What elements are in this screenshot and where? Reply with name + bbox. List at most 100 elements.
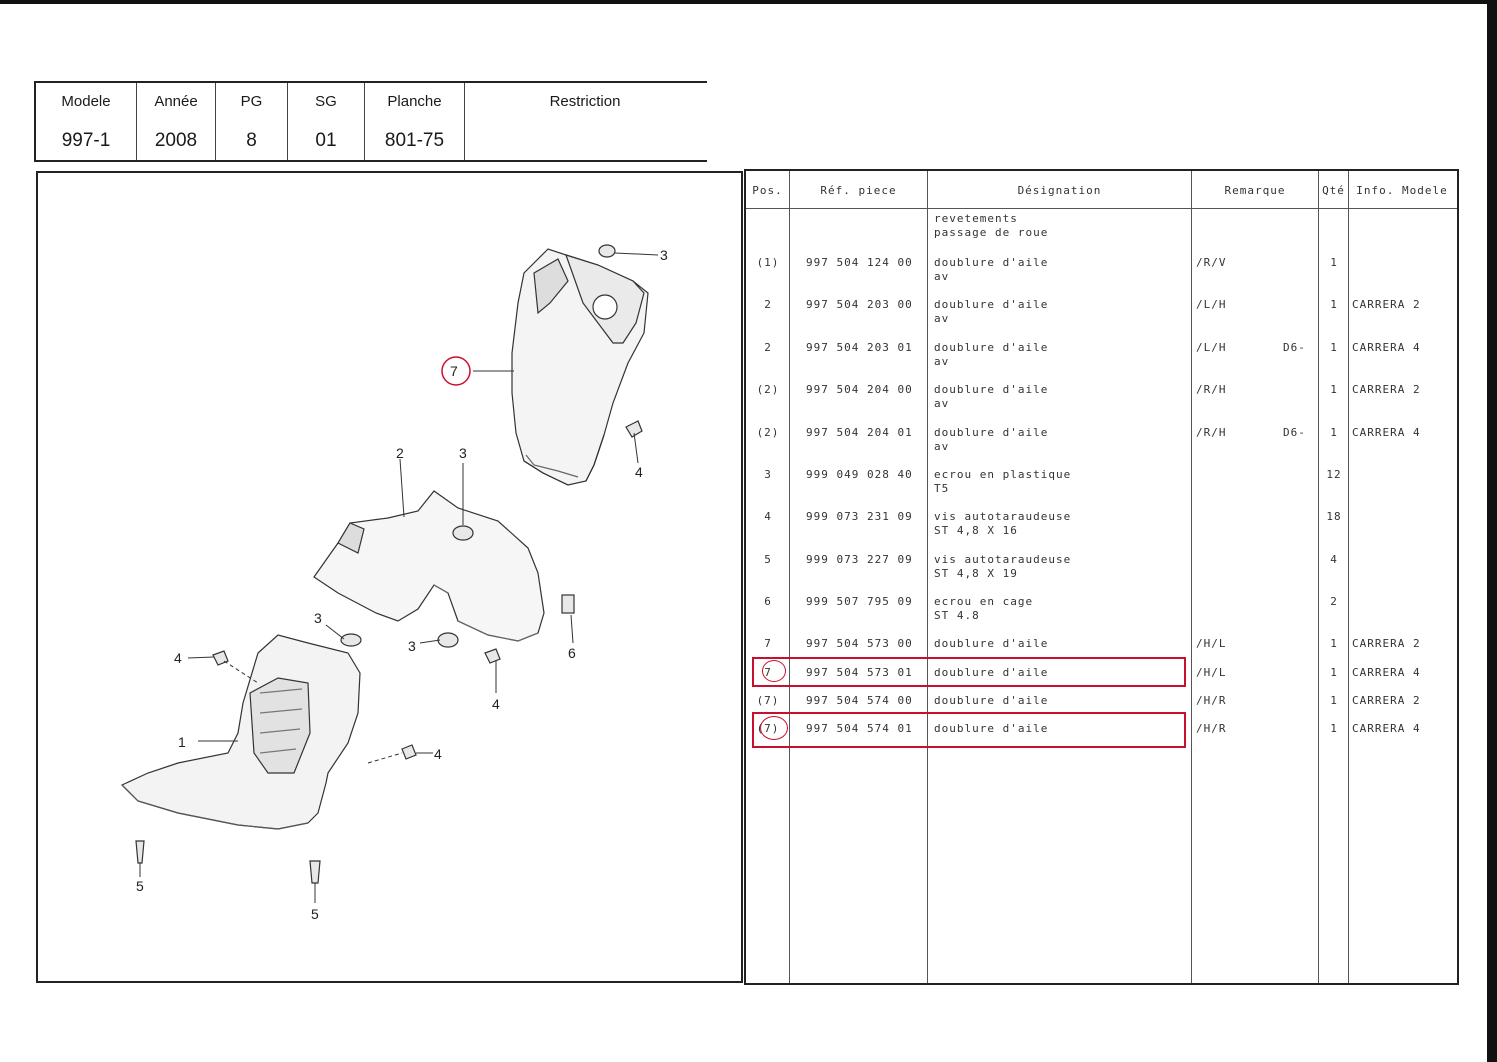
cell-pos: 3 bbox=[764, 468, 772, 481]
callout-1: 1 bbox=[178, 734, 186, 750]
cell-des2: ST 4,8 X 16 bbox=[934, 524, 1018, 537]
highlight-pos-circle bbox=[762, 660, 786, 682]
col-header-designation: Désignation bbox=[1017, 184, 1102, 197]
callout-3: 3 bbox=[660, 247, 668, 263]
cell-pos: 2 bbox=[764, 298, 772, 311]
cell-ref: 997 504 204 01 bbox=[806, 426, 913, 439]
parts-list-table: Pos. Réf. piece Désignation Remarque Qté… bbox=[744, 169, 1459, 985]
cell-rem2: D6- bbox=[1283, 341, 1306, 354]
callout-4: 4 bbox=[434, 746, 442, 762]
fasteners bbox=[135, 244, 643, 884]
cell-rem: /H/L bbox=[1196, 666, 1227, 679]
header-col-planche: Planche 801-75 bbox=[365, 83, 465, 160]
cell-des1: doublure d'aile bbox=[934, 694, 1049, 707]
cell-pos: 7 bbox=[764, 637, 772, 650]
header-value: 2008 bbox=[154, 130, 198, 151]
cell-pos: (2) bbox=[756, 383, 780, 396]
cell-ref: 997 504 203 01 bbox=[806, 341, 913, 354]
cell-des1: doublure d'aile bbox=[934, 426, 1049, 439]
header-label: Restriction bbox=[549, 93, 621, 110]
cell-info: CARRERA 4 bbox=[1352, 426, 1421, 439]
cell-ref: 999 507 795 09 bbox=[806, 595, 913, 608]
cell-pos: 4 bbox=[764, 510, 772, 523]
cell-qte: 4 bbox=[1330, 553, 1338, 566]
header-col-annee: Année 2008 bbox=[137, 83, 216, 160]
cell-qte: 1 bbox=[1330, 637, 1338, 650]
highlight-row-box bbox=[752, 657, 1186, 687]
scan-right-edge bbox=[1487, 0, 1497, 1062]
cell-ref: 999 049 028 40 bbox=[806, 468, 913, 481]
cell-qte: 1 bbox=[1330, 298, 1338, 311]
cell-des2: av bbox=[934, 397, 950, 410]
header-info-table: Modele 997-1 Année 2008 PG 8 SG 01 Planc… bbox=[34, 81, 707, 162]
header-label: Planche bbox=[387, 93, 442, 110]
cell-des1: doublure d'aile bbox=[934, 666, 1049, 679]
cell-rem: /H/R bbox=[1196, 694, 1227, 707]
header-value: 8 bbox=[246, 130, 257, 151]
col-header-info: Info. Modele bbox=[1356, 184, 1448, 197]
cell-rem: /R/V bbox=[1196, 256, 1227, 269]
diagram-drawing: 7 3 4 2 3 3 3 4 6 4 1 4 5 5 bbox=[120, 244, 668, 922]
header-label: PG bbox=[240, 93, 263, 110]
cell-rem: /R/H bbox=[1196, 426, 1227, 439]
cell-info: CARRERA 4 bbox=[1352, 666, 1421, 679]
col-header-ref: Réf. piece bbox=[820, 184, 897, 197]
cell-ref: 997 504 573 00 bbox=[806, 637, 913, 650]
part-7-liner bbox=[511, 248, 649, 486]
cell-qte: 1 bbox=[1330, 341, 1338, 354]
cell-ref: 997 504 124 00 bbox=[806, 256, 913, 269]
cell-des1: doublure d'aile bbox=[934, 341, 1049, 354]
callout-4: 4 bbox=[635, 464, 643, 480]
cell-des1: doublure d'aile bbox=[934, 383, 1049, 396]
col-header-pos: Pos. bbox=[752, 184, 783, 197]
cell-ref: 997 504 573 01 bbox=[806, 666, 913, 679]
cell-rem: /H/L bbox=[1196, 637, 1227, 650]
cell-des2: av bbox=[934, 355, 950, 368]
cell-info: CARRERA 2 bbox=[1352, 694, 1421, 707]
callout-6: 6 bbox=[568, 645, 576, 661]
callout-3: 3 bbox=[408, 638, 416, 654]
cell-des1: ecrou en cage bbox=[934, 595, 1034, 608]
cell-ref: 997 504 204 00 bbox=[806, 383, 913, 396]
part-1-liner bbox=[120, 634, 361, 830]
scan-top-edge bbox=[0, 0, 1497, 4]
cell-info: CARRERA 2 bbox=[1352, 298, 1421, 311]
header-value: 01 bbox=[315, 130, 337, 151]
cell-pos: (2) bbox=[756, 426, 780, 439]
header-label: Modele bbox=[61, 93, 111, 110]
cell-des1: doublure d'aile bbox=[934, 256, 1049, 269]
col-header-qte: Qté bbox=[1322, 184, 1345, 197]
cell-ref: 997 504 203 00 bbox=[806, 298, 913, 311]
callout-labels: 7 3 4 2 3 3 3 4 6 4 1 4 5 5 bbox=[136, 247, 668, 922]
callout-7: 7 bbox=[450, 363, 458, 379]
highlight-row-box bbox=[752, 712, 1186, 748]
callout-4: 4 bbox=[174, 650, 182, 666]
cell-pos: (1) bbox=[756, 256, 780, 269]
cell-qte: 1 bbox=[1330, 426, 1338, 439]
cell-des1: doublure d'aile bbox=[934, 637, 1049, 650]
cell-qte: 1 bbox=[1330, 722, 1338, 735]
cell-info: CARRERA 2 bbox=[1352, 383, 1421, 396]
callout-2: 2 bbox=[396, 445, 404, 461]
cell-qte: 18 bbox=[1326, 510, 1342, 523]
cell-des2: ST 4,8 X 19 bbox=[934, 567, 1018, 580]
cell-rem: /L/H bbox=[1196, 298, 1227, 311]
header-label: SG bbox=[315, 93, 337, 110]
cell-pos: 5 bbox=[764, 553, 772, 566]
cell-des2: av bbox=[934, 312, 950, 325]
cell-rem: /L/H bbox=[1196, 341, 1227, 354]
cell-qte: 2 bbox=[1330, 595, 1338, 608]
cell-info: CARRERA 4 bbox=[1352, 722, 1421, 735]
cell-des2: av bbox=[934, 440, 950, 453]
cell-info: CARRERA 2 bbox=[1352, 637, 1421, 650]
cell-des2: T5 bbox=[934, 482, 950, 495]
cell-des1: vis autotaraudeuse bbox=[934, 553, 1072, 566]
callout-5: 5 bbox=[136, 878, 144, 894]
cell-des2: ST 4.8 bbox=[934, 609, 980, 622]
cell-rem: /H/R bbox=[1196, 722, 1227, 735]
cell-des1: ecrou en plastique bbox=[934, 468, 1072, 481]
callout-4: 4 bbox=[492, 696, 500, 712]
callout-3: 3 bbox=[314, 610, 322, 626]
group-title-line1: revetements bbox=[934, 212, 1018, 225]
cell-qte: 1 bbox=[1330, 256, 1338, 269]
